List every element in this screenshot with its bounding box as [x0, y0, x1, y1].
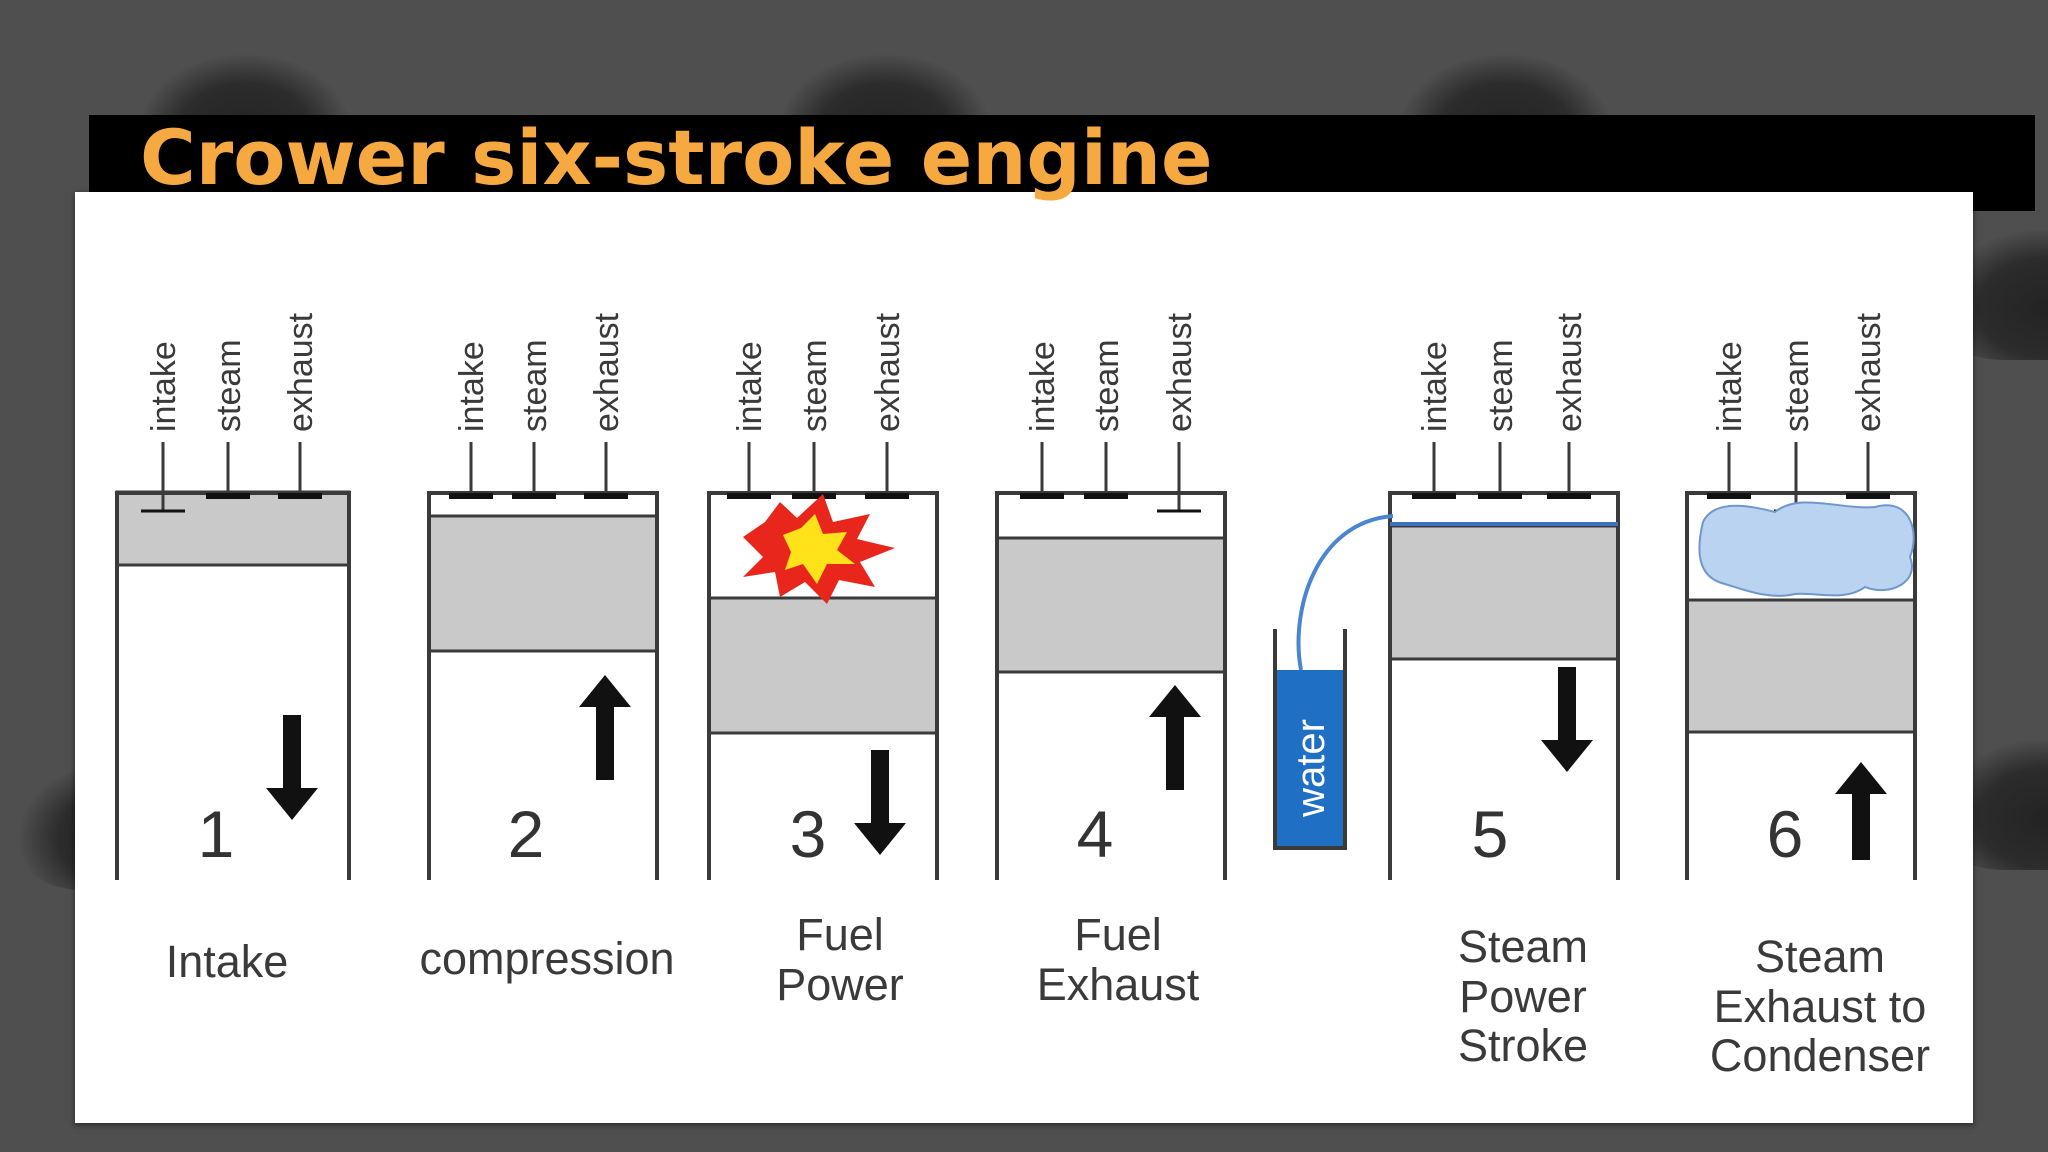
valve-label-exhaust-2: exhaust	[588, 312, 626, 432]
stroke-number-3: 3	[790, 797, 827, 871]
valve-label-steam-5: steam	[1482, 339, 1520, 432]
water-reservoir-fill	[1277, 670, 1343, 846]
piston-2	[427, 514, 659, 653]
valve-label-exhaust-4: exhaust	[1161, 312, 1199, 432]
arrow-up-6	[1835, 762, 1887, 860]
piston-3	[707, 596, 939, 735]
stroke-number-2: 2	[508, 797, 545, 871]
six-stroke-diagram: intake steam exhaust 1 intake steam exhaust 2 in…	[115, 312, 1917, 880]
valve-label-intake-2: intake	[453, 341, 491, 432]
stage-label-1: Intake	[165, 936, 289, 987]
piston-6	[1685, 598, 1917, 734]
water-reservoir	[1273, 629, 1347, 850]
valve-label-intake-6: intake	[1711, 341, 1749, 432]
valve-label-exhaust-3: exhaust	[869, 312, 907, 432]
piston-1	[115, 490, 351, 567]
valve-label-exhaust-6: exhaust	[1850, 312, 1888, 432]
valve-label-intake-3: intake	[731, 341, 769, 432]
slide-title: Crower six-stroke engine	[140, 113, 1213, 202]
stroke-number-5: 5	[1472, 797, 1509, 871]
valve-label-steam-2: steam	[516, 339, 554, 432]
water-label: water	[1289, 719, 1333, 818]
cylinder-6	[1685, 491, 1917, 880]
stage-label-6: Steam Exhaust to Condenser	[1709, 931, 1931, 1081]
steam-cloud-icon	[1698, 501, 1915, 597]
arrow-up-2	[579, 675, 631, 780]
stage-label-3: Fuel Power	[776, 909, 904, 1010]
stroke-number-4: 4	[1077, 797, 1114, 871]
stage-label-5: Steam Power Stroke	[1457, 921, 1589, 1071]
arrow-down-1	[266, 715, 318, 820]
valve-label-intake-1: intake	[145, 341, 183, 432]
valve-label-exhaust-1: exhaust	[282, 312, 320, 432]
arrow-down-3	[854, 750, 906, 855]
piston-5	[1388, 524, 1620, 661]
valve-label-steam-4: steam	[1088, 339, 1126, 432]
stage-label-2: compression	[419, 933, 675, 984]
valve-label-intake-4: intake	[1024, 341, 1062, 432]
valve-label-exhaust-5: exhaust	[1551, 312, 1589, 432]
combustion-core-icon	[783, 514, 855, 584]
valve-label-steam-6: steam	[1778, 339, 1816, 432]
diagram-panel: intake steam exhaust 1 intake steam exhaust 2 in…	[75, 192, 1973, 1123]
valve-label-intake-5: intake	[1416, 341, 1454, 432]
piston-4	[995, 536, 1227, 674]
valve-label-steam-3: steam	[796, 339, 834, 432]
stroke-number-6: 6	[1767, 797, 1804, 871]
arrow-up-4	[1149, 685, 1201, 790]
stroke-number-1: 1	[198, 797, 235, 871]
arrow-down-5	[1541, 667, 1593, 772]
water-injection-line	[1296, 514, 1394, 671]
stage-label-4: Fuel Exhaust	[1036, 909, 1200, 1010]
valve-label-steam-1: steam	[210, 339, 248, 432]
